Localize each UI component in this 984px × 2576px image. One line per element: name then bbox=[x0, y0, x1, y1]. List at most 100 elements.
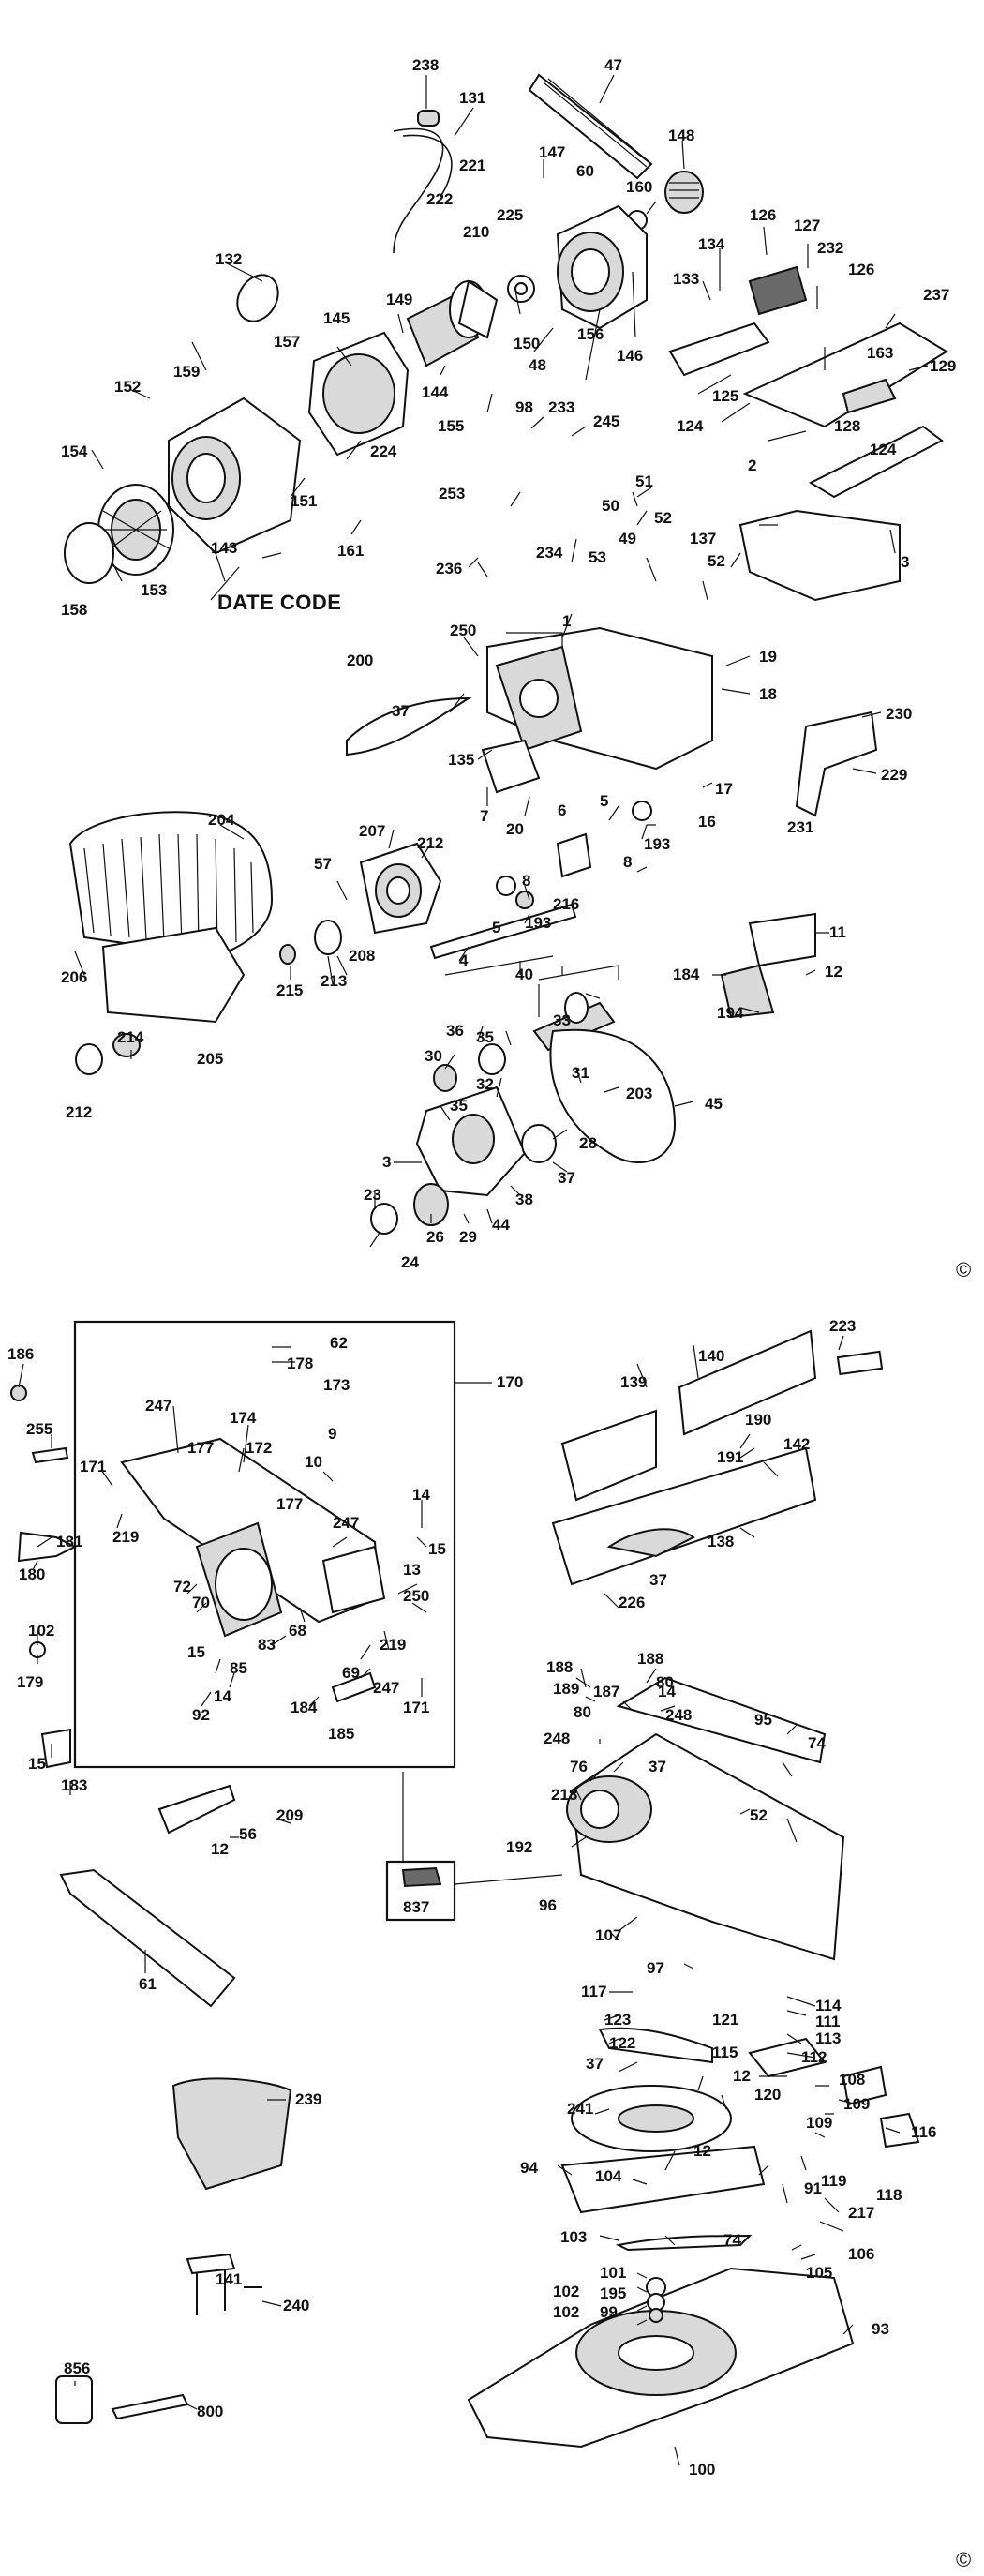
callout: 222 bbox=[426, 190, 453, 208]
callout: 19 bbox=[759, 648, 777, 666]
pivot-arm bbox=[59, 1868, 236, 2008]
callout: 189 bbox=[553, 1680, 579, 1698]
callout: 33 bbox=[553, 1011, 571, 1029]
callout: 172 bbox=[246, 1439, 272, 1457]
callout: 57 bbox=[314, 855, 332, 873]
callout: 49 bbox=[619, 530, 636, 547]
power-cord bbox=[236, 126, 453, 322]
brush-holder bbox=[748, 265, 808, 316]
callout: 131 bbox=[459, 89, 485, 107]
callout: 76 bbox=[570, 1758, 588, 1775]
callout: 171 bbox=[403, 1699, 429, 1716]
callout: 7 bbox=[480, 807, 488, 825]
bearing-ring bbox=[314, 920, 342, 955]
callout: 234 bbox=[536, 544, 563, 562]
knob-small bbox=[10, 1385, 27, 1401]
callout: 16 bbox=[698, 813, 716, 831]
callout: 51 bbox=[635, 472, 653, 490]
callout: 3 bbox=[382, 1153, 391, 1171]
callout: 149 bbox=[386, 291, 412, 308]
callout: 247 bbox=[333, 1514, 359, 1532]
spindle-shaft bbox=[429, 903, 577, 960]
gear-housing bbox=[556, 204, 648, 330]
callout: 115 bbox=[712, 2044, 738, 2061]
callout: 40 bbox=[515, 966, 533, 983]
callout: 44 bbox=[492, 1216, 510, 1234]
upper-guard bbox=[738, 509, 901, 602]
callout: 214 bbox=[117, 1028, 144, 1046]
fence-rails bbox=[560, 1329, 884, 1502]
callout: 129 bbox=[930, 357, 956, 375]
callout: 239 bbox=[295, 2090, 321, 2108]
callout: 12 bbox=[825, 963, 842, 981]
latch bbox=[748, 912, 816, 967]
callout: 193 bbox=[644, 835, 670, 853]
callout: 47 bbox=[604, 56, 622, 74]
callout: 107 bbox=[595, 1926, 621, 1944]
bevel-scale bbox=[598, 2027, 713, 2064]
spindle-housing bbox=[359, 842, 442, 935]
callout: 150 bbox=[514, 335, 540, 352]
date-code-label: DATE CODE bbox=[217, 591, 341, 614]
callout: 146 bbox=[617, 347, 643, 365]
callout: 205 bbox=[197, 1050, 223, 1068]
callout: 112 bbox=[801, 2048, 827, 2066]
callout: 247 bbox=[373, 1679, 399, 1697]
callout: 26 bbox=[426, 1228, 444, 1246]
callout: 247 bbox=[145, 1397, 171, 1415]
callout: 45 bbox=[705, 1095, 723, 1113]
callout: 80 bbox=[656, 1673, 674, 1691]
callout: 224 bbox=[370, 442, 397, 460]
motor-housing bbox=[168, 397, 302, 555]
callout: 194 bbox=[717, 1004, 744, 1022]
callout: 6 bbox=[558, 801, 566, 819]
upper-assembly: 238 47 131 148 147 60 221 160 222 225 12… bbox=[61, 56, 971, 1281]
callout: 101 bbox=[600, 2264, 626, 2282]
callout: 9 bbox=[328, 1425, 336, 1443]
callout: 187 bbox=[593, 1683, 619, 1700]
callout: 127 bbox=[794, 217, 820, 234]
callout: 85 bbox=[230, 1659, 247, 1677]
callout: 91 bbox=[804, 2179, 822, 2197]
inset-small-box-part-number: 837 bbox=[403, 1898, 429, 1916]
rail-assembly bbox=[616, 1676, 827, 1764]
callout: 210 bbox=[463, 223, 489, 241]
rail-carriage bbox=[120, 1437, 386, 1703]
callout: 240 bbox=[283, 2297, 309, 2314]
callout: 124 bbox=[677, 417, 704, 435]
callout: 154 bbox=[61, 442, 88, 460]
callout: 69 bbox=[342, 1664, 360, 1682]
callout: 152 bbox=[114, 378, 141, 396]
drive-belt bbox=[528, 73, 653, 180]
callout: 250 bbox=[403, 1587, 429, 1605]
callout: 248 bbox=[665, 1706, 692, 1724]
callout: 31 bbox=[572, 1064, 589, 1082]
callout: 125 bbox=[712, 387, 738, 405]
callout: 207 bbox=[359, 822, 385, 840]
callout: 118 bbox=[876, 2186, 902, 2204]
callout: 241 bbox=[567, 2100, 593, 2118]
callout: 109 bbox=[806, 2114, 832, 2132]
callout: 114 bbox=[815, 1997, 842, 2014]
callout: 213 bbox=[321, 972, 347, 990]
callout: 159 bbox=[173, 363, 200, 381]
callout: 237 bbox=[923, 286, 949, 304]
callout: 120 bbox=[754, 2086, 781, 2104]
callout: 70 bbox=[192, 1594, 210, 1611]
lower-assembly: 170 837 bbox=[7, 1317, 971, 2571]
callout: 122 bbox=[609, 2034, 635, 2052]
callout: 215 bbox=[276, 981, 303, 999]
callout: 60 bbox=[576, 162, 594, 180]
main-base bbox=[467, 2267, 855, 2449]
callout: 72 bbox=[173, 1578, 191, 1595]
callout: 185 bbox=[328, 1725, 354, 1743]
callout: 231 bbox=[787, 818, 813, 836]
callout: 94 bbox=[520, 2159, 538, 2177]
callout: 178 bbox=[287, 1355, 313, 1372]
callout: 800 bbox=[197, 2403, 223, 2420]
callout: 137 bbox=[690, 530, 716, 547]
callout: 74 bbox=[808, 1734, 826, 1752]
callout: 103 bbox=[560, 2228, 587, 2246]
callout: 230 bbox=[886, 705, 912, 723]
